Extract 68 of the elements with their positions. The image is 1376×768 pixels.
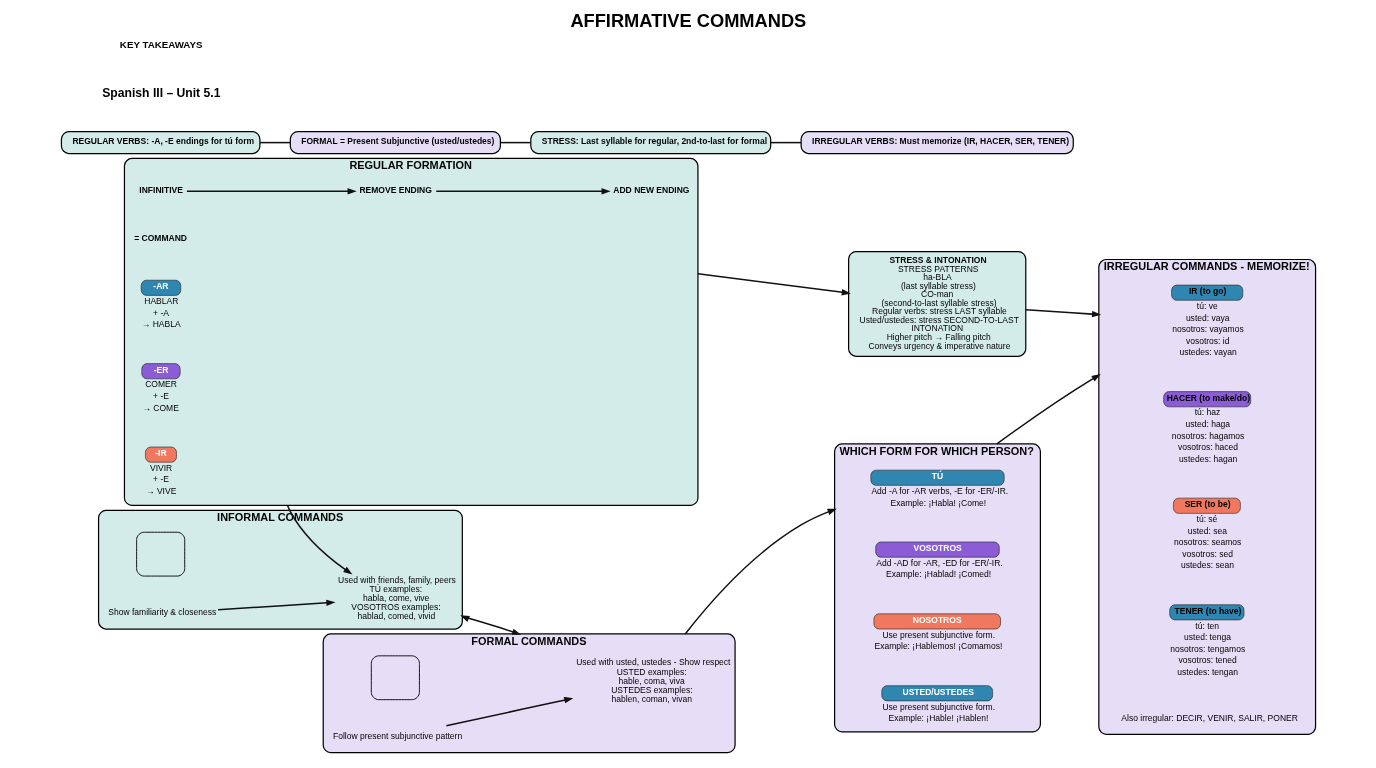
- diagram-title: AFFIRMATIVE COMMANDS: [569, 9, 806, 31]
- node-box: STRESS: Last syllable for regular, 2nd-to-last for formal: [529, 131, 771, 155]
- node-label: ustedes: vayan: [1179, 347, 1237, 358]
- arrow: [995, 374, 1101, 445]
- node-text: Follow present subjunctive pattern: [332, 731, 462, 742]
- node-text: Also irregular: DECIR, VENIR, SALIR, PONER: [1120, 712, 1298, 723]
- node-text: Used with friends, family, peers TÚ examples: habla, come, vive VOSOTROS examples: hablad, comed, vivid: [337, 574, 456, 622]
- arrow: [435, 188, 611, 195]
- arrow: [459, 615, 521, 635]
- arrow: [1024, 309, 1101, 318]
- node-box: [135, 531, 185, 577]
- connector: [499, 141, 531, 144]
- node-label: Use present subjunctive form.: [881, 629, 995, 640]
- arrow: [445, 696, 573, 727]
- node-label: tú: sé: [1196, 514, 1217, 525]
- node-label: usted: tenga: [1183, 632, 1231, 643]
- node-label: → HABLA: [141, 319, 181, 330]
- node-label: nosotros: hagamos: [1171, 430, 1244, 441]
- connector: [258, 141, 291, 144]
- node-text: = COMMAND: [133, 233, 187, 244]
- node-label: → VIVE: [145, 486, 176, 497]
- node-label: usted: haga: [1185, 419, 1230, 430]
- node-box: IRREGULAR VERBS: Must memorize (IR, HACER, SER, TENER): [800, 131, 1074, 155]
- node-label: vosotros: id: [1185, 335, 1229, 346]
- node-label: Example: ¡Hablemos! ¡Comamos!: [873, 641, 1002, 652]
- node-label: COMER: [144, 379, 177, 390]
- node-text: INFINITIVE: [138, 184, 183, 195]
- node-label: Use present subjunctive form.: [881, 701, 995, 712]
- node-label: + -A: [152, 307, 169, 318]
- node-text: Show familiarity & closeness: [107, 607, 216, 618]
- node-box: REGULAR VERBS: -A, -E endings for tú form: [60, 131, 260, 155]
- node-label: Add -A for -AR verbs, -E for -ER/-IR.: [870, 486, 1008, 497]
- arrow: [683, 508, 837, 635]
- node-label: nosotros: vayamos: [1171, 324, 1244, 335]
- arrow: [216, 599, 335, 611]
- node-box: FORMAL = Present Subjunctive (usted/ustedes): [289, 131, 501, 155]
- node-label: ustedes: sean: [1180, 560, 1234, 571]
- node-label: tú: haz: [1194, 407, 1220, 418]
- node-text: REMOVE ENDING: [358, 184, 432, 195]
- node-label: vosotros: tened: [1178, 655, 1237, 666]
- node-label: → COME: [141, 402, 179, 413]
- node-label: Add -AD for -AR, -ED for -ER/-IR.: [875, 557, 1003, 568]
- node-label: HABLAR: [143, 296, 178, 307]
- node-label: nosotros: tengamos: [1169, 643, 1245, 654]
- connector: [769, 141, 802, 144]
- node-label: + -E: [152, 474, 169, 485]
- node-label: VIVIR: [149, 462, 172, 473]
- node-label: Example: ¡Habla! ¡Come!: [890, 497, 986, 508]
- node-label: usted: sea: [1187, 525, 1227, 536]
- node-text: Used with usted, ustedes - Show respect USTED examples: hable, coma, viva USTEDES examples: hablen, coman, vivan: [575, 657, 730, 704]
- node-label: ustedes: tengan: [1176, 666, 1238, 677]
- node-label: Example: ¡Hable! ¡Hablen!: [887, 713, 988, 724]
- arrow: [185, 188, 357, 195]
- node-label: ustedes: hagan: [1178, 453, 1237, 464]
- node-label: tú: ten: [1194, 620, 1219, 631]
- node-label: vosotros: haced: [1177, 442, 1238, 453]
- arrow: [696, 273, 851, 296]
- node-text: ADD NEW ENDING: [612, 184, 689, 195]
- node-label: tú: ve: [1196, 300, 1218, 311]
- node-label: Example: ¡Hablad! ¡Comed!: [885, 569, 991, 580]
- node-label: + -E: [152, 391, 169, 402]
- node-box: [370, 655, 420, 701]
- node-label: nosotros: seamos: [1173, 537, 1241, 548]
- label: KEY TAKEAWAYS: [119, 39, 202, 51]
- node-box: STRESS & INTONATION STRESS PATTERNS ha-BLA (last syllable stress) CO-man (second-to-last syllable stress) Regular verbs: stress LAST syllable Usted/ustedes: stress SECOND-TO-LAST INTONATION Higher pitch → Falling pitch Conveys urgency & imperative nature: [847, 251, 1026, 357]
- node-label: vosotros: sed: [1181, 548, 1233, 559]
- label: Spanish III – Unit 5.1: [101, 85, 220, 100]
- node-label: usted: vaya: [1185, 312, 1229, 323]
